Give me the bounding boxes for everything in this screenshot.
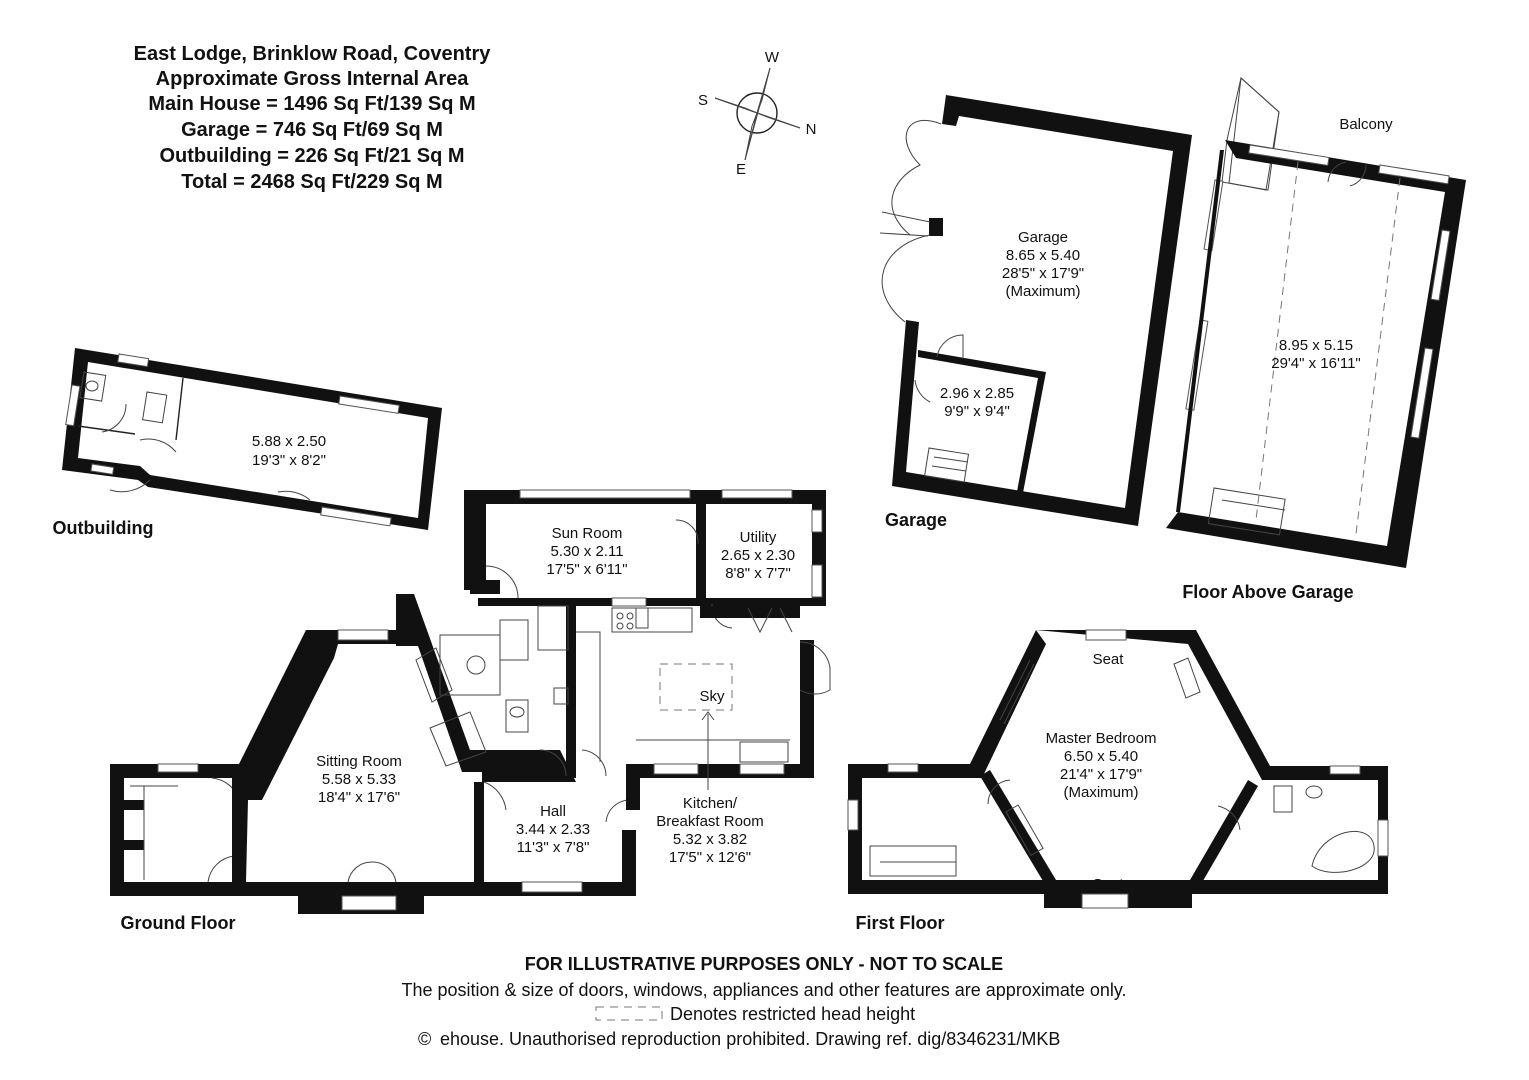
disclaimer-heading: FOR ILLUSTRATIVE PURPOSES ONLY - NOT TO … bbox=[525, 954, 1003, 974]
area-outbuilding: Outbuilding = 226 Sq Ft/21 Sq M bbox=[159, 145, 464, 167]
copyright-icon: © bbox=[418, 1029, 431, 1049]
first-floor-plan: Seat Seat Master Bedroom 6.50 x 5.40 21'… bbox=[847, 629, 1389, 933]
garage-room-note: (Maximum) bbox=[1006, 283, 1081, 300]
first-floor-label: First Floor bbox=[856, 913, 945, 933]
garage-room-name: Garage bbox=[1018, 229, 1068, 246]
kitchen-dim-m: 5.32 x 3.82 bbox=[673, 831, 747, 848]
utility-dim-ft: 8'8" x 7'7" bbox=[725, 565, 791, 582]
area-garage: Garage = 746 Sq Ft/69 Sq M bbox=[181, 119, 443, 141]
garage-room-dim-m: 8.65 x 5.40 bbox=[1006, 247, 1080, 264]
kitchen-name-1: Kitchen/ bbox=[683, 795, 738, 812]
copyright-text: ehouse. Unauthorised reproduction prohib… bbox=[440, 1029, 1060, 1049]
footer: FOR ILLUSTRATIVE PURPOSES ONLY - NOT TO … bbox=[401, 954, 1126, 1049]
sitting-room-name: Sitting Room bbox=[316, 753, 402, 770]
compass-w: W bbox=[765, 49, 780, 66]
header: East Lodge, Brinklow Road, Coventry Appr… bbox=[134, 43, 492, 193]
utility-name: Utility bbox=[740, 529, 777, 546]
master-bedroom-dim-ft: 21'4" x 17'9" bbox=[1060, 766, 1142, 783]
floor-above-garage-label: Floor Above Garage bbox=[1182, 582, 1353, 602]
area-total: Total = 2468 Sq Ft/229 Sq M bbox=[181, 171, 442, 193]
outbuilding-room-dim-m: 5.88 x 2.50 bbox=[252, 433, 326, 450]
area-subtitle: Approximate Gross Internal Area bbox=[156, 68, 470, 90]
hall-dim-ft: 11'3" x 7'8" bbox=[517, 839, 590, 856]
restricted-height-text: Denotes restricted head height bbox=[670, 1004, 915, 1024]
outbuilding-room-dim-ft: 19'3" x 8'2" bbox=[252, 452, 326, 469]
hall-dim-m: 3.44 x 2.33 bbox=[516, 821, 590, 838]
area-main-house: Main House = 1496 Sq Ft/139 Sq M bbox=[148, 93, 475, 115]
master-bedroom-note: (Maximum) bbox=[1064, 784, 1139, 801]
master-bedroom-dim-m: 6.50 x 5.40 bbox=[1064, 748, 1138, 765]
hall-name: Hall bbox=[540, 803, 566, 820]
utility-dim-m: 2.65 x 2.30 bbox=[721, 547, 795, 564]
kitchen-dim-ft: 17'5" x 12'6" bbox=[669, 849, 751, 866]
floor-above-garage-plan: Balcony 8.95 x 5.15 29'4" x 16'11" Floor… bbox=[1166, 76, 1466, 602]
garage-store-dim-ft: 9'9" x 9'4" bbox=[944, 403, 1010, 420]
garage-label: Garage bbox=[885, 510, 947, 530]
ground-floor-label: Ground Floor bbox=[121, 913, 236, 933]
outbuilding-plan: 5.88 x 2.50 19'3" x 8'2" Outbuilding bbox=[53, 348, 442, 538]
compass-n: N bbox=[806, 121, 817, 138]
floor-above-garage-dim-m: 8.95 x 5.15 bbox=[1279, 337, 1353, 354]
ground-floor-plan: Sun Room 5.30 x 2.11 17'5" x 6'11" Utili… bbox=[110, 489, 831, 933]
kitchen-name-2: Breakfast Room bbox=[656, 813, 764, 830]
balcony-label: Balcony bbox=[1339, 116, 1393, 133]
sky-label: Sky bbox=[699, 688, 725, 705]
sun-room-dim-ft: 17'5" x 6'11" bbox=[546, 561, 627, 578]
seat-top-label: Seat bbox=[1093, 651, 1125, 668]
sun-room-dim-m: 5.30 x 2.11 bbox=[550, 543, 623, 560]
seat-bottom-label: Seat bbox=[1093, 876, 1125, 893]
restricted-height-legend-icon bbox=[595, 1006, 663, 1021]
garage-plan: Garage 8.65 x 5.40 28'5" x 17'9" (Maximu… bbox=[879, 95, 1192, 530]
compass-e: E bbox=[736, 161, 746, 178]
disclaimer-text: The position & size of doors, windows, a… bbox=[401, 980, 1126, 1000]
garage-store-dim-m: 2.96 x 2.85 bbox=[940, 385, 1014, 402]
compass-s: S bbox=[698, 92, 708, 109]
compass-icon: W S N E bbox=[698, 49, 816, 178]
floor-above-garage-dim-ft: 29'4" x 16'11" bbox=[1271, 355, 1361, 372]
plan-title: East Lodge, Brinklow Road, Coventry bbox=[134, 43, 492, 65]
sitting-room-dim-ft: 18'4" x 17'6" bbox=[318, 789, 400, 806]
sun-room-name: Sun Room bbox=[552, 525, 623, 542]
sitting-room-dim-m: 5.58 x 5.33 bbox=[322, 771, 396, 788]
master-bedroom-name: Master Bedroom bbox=[1046, 730, 1157, 747]
outbuilding-label: Outbuilding bbox=[53, 518, 154, 538]
garage-room-dim-ft: 28'5" x 17'9" bbox=[1002, 265, 1084, 282]
